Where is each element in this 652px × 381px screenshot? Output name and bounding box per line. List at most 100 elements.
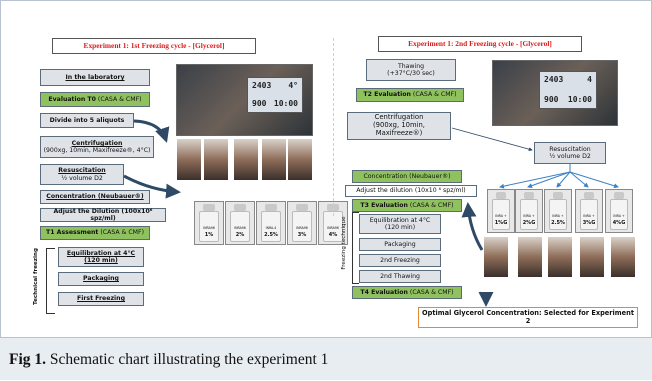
left-conc-box: Concentration (Neubauer®) — [40, 190, 150, 204]
right-centrifuge-display: 2403 4 900 10:00 — [539, 71, 597, 109]
right-equil-text: Equilibration at 4°C (120 min) — [369, 216, 431, 231]
t1-box: T1 Assessment (CASA & CMF) — [40, 226, 150, 240]
t4-bold: T4 Evaluation — [360, 288, 408, 296]
t3-rest: (CASA & CMF) — [407, 201, 454, 209]
left-resusc-rest: ½ volume D2 — [61, 174, 103, 182]
right-tube-4 — [580, 237, 604, 277]
right-experiment-title: Experiment 1: 2nd Freezing cycle - [Glyc… — [378, 36, 582, 52]
freezing-technique-label: Freezing technique — [341, 216, 347, 270]
right-vial-4: INRA +3%G — [575, 189, 603, 233]
left-centrifuge-display: 2403 4° 900 10:00 — [247, 77, 303, 113]
right-tube-3 — [548, 237, 572, 277]
left-adjust-text: Adjust the Dilution (100x10⁶ spz/ml) — [53, 207, 153, 222]
right-pack-text: Packaging — [384, 240, 416, 248]
thaw-line1: Thawing — [397, 62, 425, 70]
right-adjust-box: Adjust the dilution (10x10 ⁶ spz/ml) — [345, 185, 477, 197]
lab-box: In the laboratory — [40, 69, 150, 86]
right-tube-1 — [484, 237, 508, 277]
panel-divider — [333, 38, 334, 216]
t3-box: T3 Evaluation (CASA & CMF) — [352, 199, 462, 212]
right-display-speed: 2403 — [544, 75, 564, 84]
left-adjust-box: Adjust the Dilution (100x10⁶ spz/ml) — [40, 208, 166, 222]
optimal-box: Optimal Glycerol Concentration: Selected… — [418, 307, 638, 328]
right-equil-box: Equilibration at 4°C (120 min) — [359, 214, 441, 234]
left-vial-5-pct: 4% — [328, 232, 338, 238]
t4-box: T4 Evaluation (CASA & CMF) — [352, 286, 462, 299]
t1-rest: (CASA & CMF) — [98, 229, 144, 237]
right-vial-1-tag: INRA + — [495, 214, 507, 218]
right-display-temp: 4 — [587, 75, 592, 84]
second-thaw-box: 2nd Thawing — [359, 270, 441, 283]
right-vial-1: INRA + 1%G — [487, 189, 515, 233]
left-equil-box: Equilibration at 4°C (120 min) — [58, 247, 144, 267]
left-vial-3-tag: INRA-4 — [265, 226, 277, 230]
right-centrif-box: Centrifugation (900xg, 10min, Maxifreeze… — [347, 112, 451, 140]
right-display-time: 10:00 — [567, 95, 592, 104]
right-vial-2-pct: 2%G — [522, 220, 536, 226]
right-vial-1-pct: 1%G — [494, 220, 508, 226]
left-display-g: 900 — [252, 99, 267, 108]
right-vial-2-tag: INRA + — [523, 214, 535, 218]
first-freeze-box: First Freezing — [58, 292, 144, 306]
second-thaw-text: 2nd Thawing — [380, 272, 420, 280]
right-centrif-line2: (900xg, 10min, Maxifreeze®) — [373, 121, 425, 137]
tech-freezing-label: Technical freezing — [33, 248, 39, 305]
right-display-g: 900 — [544, 95, 559, 104]
lab-text: In the laboratory — [65, 73, 125, 81]
right-conc-text: Concentration (Neubauer®) — [363, 172, 451, 180]
thaw-box: Thawing (+37°C/30 sec) — [366, 59, 456, 81]
t2-rest: (CASA & CMF) — [410, 91, 457, 99]
figure-caption: Fig 1. Schematic chart illustrating the … — [0, 337, 652, 380]
left-centrifuge-photo: 2403 4° 900 10:00 — [176, 64, 313, 136]
right-title-text: Experiment 1: 2nd Freezing cycle - [Glyc… — [408, 38, 552, 48]
eval-t0-bold: Evaluation T0 — [48, 95, 96, 103]
second-freeze-text: 2nd Freezing — [380, 256, 420, 264]
centrif-bold: Centrifugation — [71, 139, 123, 147]
divide-text: Divide into 5 aliquots — [49, 116, 125, 124]
left-pack-text: Packaging — [83, 275, 119, 283]
left-vial-4-pct: 3% — [297, 232, 307, 238]
right-centrif-line1: Centrifugation — [374, 113, 424, 122]
left-tube-4 — [262, 139, 286, 180]
t1-bold: T1 Assessment — [45, 229, 99, 237]
left-vial-4-tag: INRA96 — [296, 226, 308, 230]
right-vial-5-tag: INRA + — [613, 214, 625, 218]
right-tube-5 — [611, 237, 635, 277]
left-vial-1-pct: 1% — [204, 232, 214, 238]
left-pack-box: Packaging — [58, 272, 144, 286]
left-resusc-box: Resuscitation ½ volume D2 — [40, 164, 124, 185]
left-vial-2-tag: INRA96 — [234, 226, 246, 230]
first-freeze-text: First Freezing — [76, 295, 126, 303]
divide-box: Divide into 5 aliquots — [40, 113, 134, 128]
right-vial-2: INRA + 2%G — [515, 189, 543, 233]
right-resusc-line1: Resuscitation — [549, 145, 591, 153]
right-conc-box: Concentration (Neubauer®) — [352, 170, 462, 183]
left-conc-text: Concentration (Neubauer®) — [46, 193, 144, 201]
centrif-rest: (900xg, 10min, Maxifreeze®, 4°C) — [43, 147, 151, 154]
left-vial-1-tag: INRA96 — [203, 226, 215, 230]
left-resusc-bold: Resuscitation — [58, 167, 106, 175]
caption-label: Fig 1. — [9, 351, 47, 368]
right-resusc-line2: ½ volume D2 — [549, 153, 591, 160]
left-tube-2 — [204, 139, 228, 180]
right-vial-3-pct: 2.5% — [551, 220, 565, 226]
t4-rest: (CASA & CMF) — [407, 288, 454, 296]
t2-bold: T2 Evaluation — [363, 91, 411, 99]
right-vial-5-pct: 4%G — [612, 220, 626, 226]
right-vial-3: INRA +2.5% — [544, 189, 572, 233]
eval-t0-box: Evaluation T0 (CASA & CMF) — [40, 92, 150, 107]
right-pack-box: Packaging — [359, 238, 441, 251]
right-centrifuge-photo: 2403 4 900 10:00 — [492, 60, 618, 126]
left-display-time: 10:00 — [273, 99, 298, 108]
t3-bold: T3 Evaluation — [360, 201, 408, 209]
second-freeze-box: 2nd Freezing — [359, 254, 441, 267]
left-vial-4: INRA96 3% — [287, 201, 317, 245]
left-tube-1 — [177, 139, 201, 180]
right-vial-5: INRA + 4%G — [605, 189, 633, 233]
left-display-temp: 4° — [288, 81, 298, 90]
right-adjust-text: Adjust the dilution (10x10 ⁶ spz/ml) — [356, 187, 466, 195]
eval-t0-rest: (CASA & CMF) — [95, 95, 142, 103]
right-vial-4-pct: 3%G — [582, 220, 596, 226]
